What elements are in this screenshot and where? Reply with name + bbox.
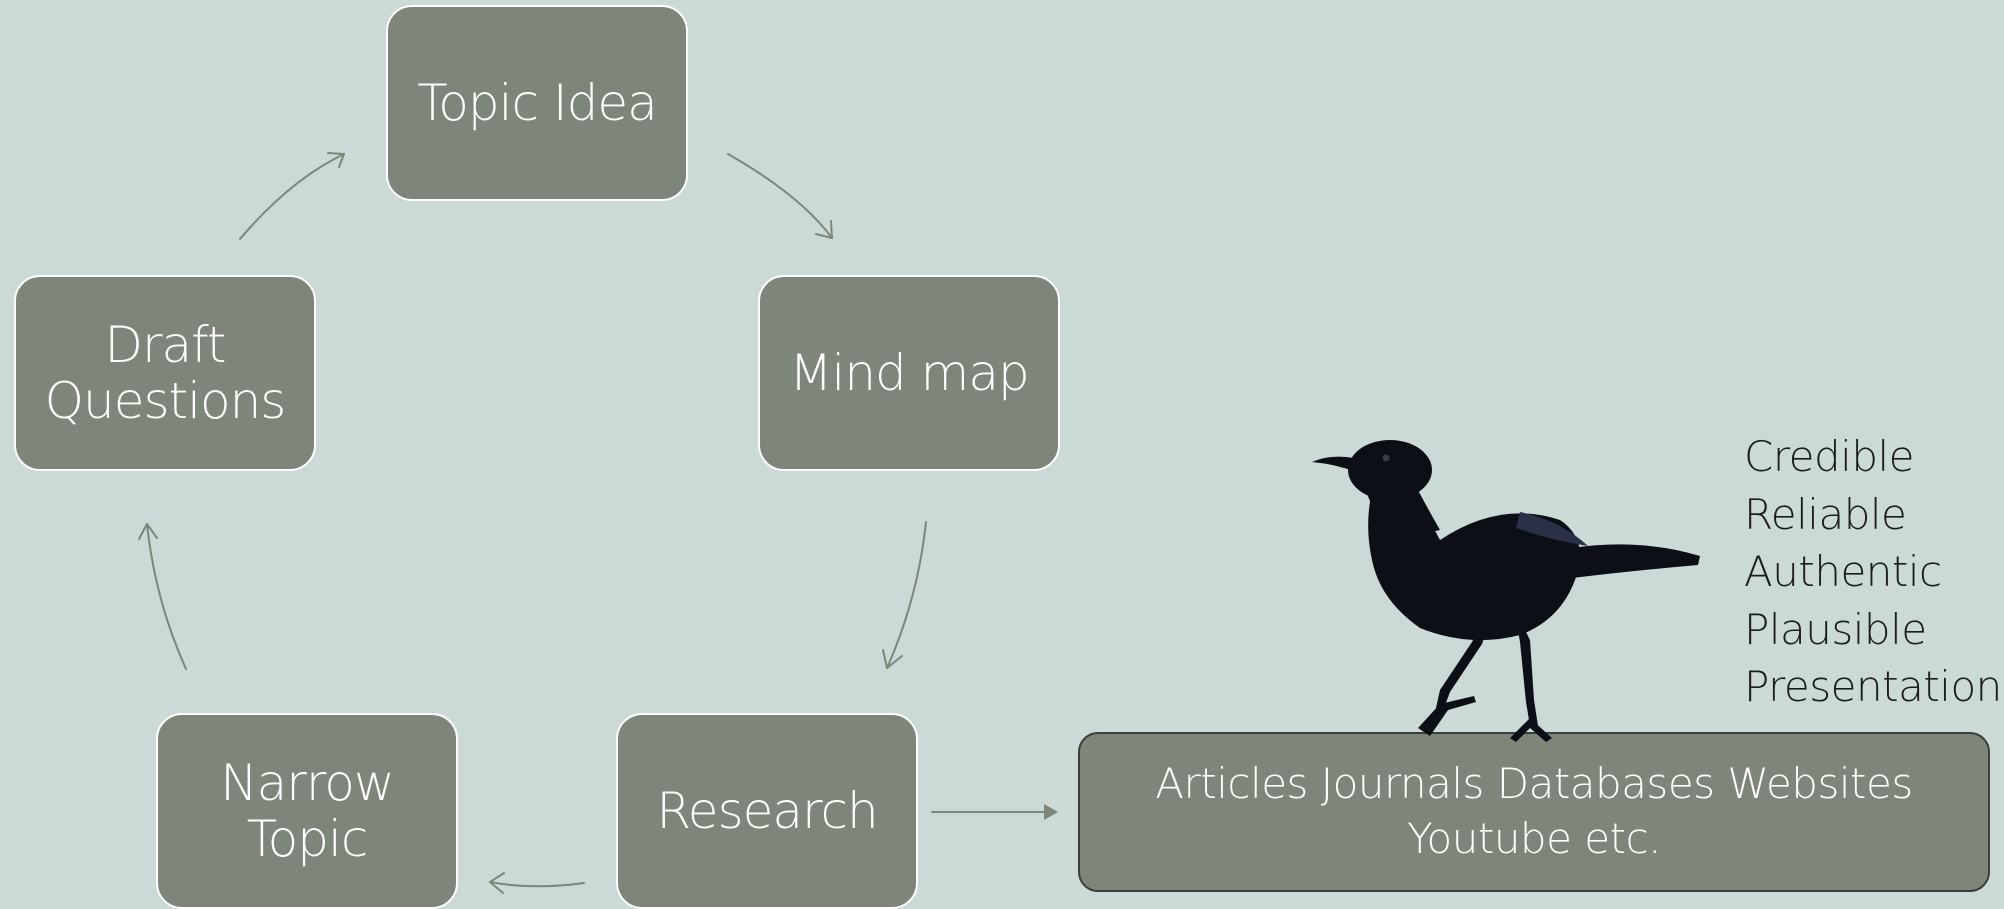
arrowhead-mindmap-to-research — [882, 649, 903, 669]
node-narrow-topic-line2: Topic — [246, 810, 369, 868]
arrow-draft-to-topic — [239, 153, 345, 240]
sources-box: Articles Journals Databases Websites You… — [1078, 732, 1990, 892]
crow-leg-left — [1436, 630, 1486, 708]
arrow-topic-to-mindmap — [727, 153, 833, 239]
criteria-item-authentic: Authentic — [1744, 547, 1942, 596]
crow-foot-left — [1418, 696, 1476, 736]
crow-wing-highlight — [1516, 512, 1588, 546]
arrow-mindmap-to-research — [886, 521, 927, 669]
sources-line2: Youtube etc. — [1406, 814, 1662, 863]
arrowhead-research-to-sources — [1044, 804, 1058, 820]
crow-foot-right — [1510, 718, 1552, 742]
node-draft-questions-line2: Questions — [44, 372, 287, 430]
criteria-item-credible: Credible — [1744, 432, 1915, 481]
node-research-label: Research — [656, 782, 878, 840]
arrow-research-to-narrow — [489, 881, 585, 888]
arrowhead-draft-to-topic — [327, 152, 345, 168]
criteria-list: Credible Reliable Authentic Plausible Pr… — [1744, 428, 2002, 716]
arrowhead-narrow-to-draft — [138, 523, 158, 540]
criteria-item-plausible: Plausible — [1744, 604, 1927, 654]
node-topic-idea: Topic Idea — [386, 5, 688, 201]
sources-line1: Articles Journals Databases Websites — [1155, 759, 1913, 809]
node-topic-idea-label: Topic Idea — [417, 74, 658, 132]
node-draft-questions: Draft Questions — [14, 275, 316, 471]
node-mind-map-label: Mind map — [789, 344, 1029, 402]
crow-neck — [1360, 465, 1440, 540]
arrow-narrow-to-draft — [146, 523, 187, 670]
arrowhead-topic-to-mindmap — [815, 220, 833, 239]
criteria-item-reliable: Reliable — [1744, 489, 1907, 539]
crow-leg-right — [1518, 628, 1538, 726]
crow-beak — [1312, 456, 1356, 472]
node-draft-questions-line1: Draft — [104, 316, 226, 374]
crow-eye — [1382, 454, 1390, 462]
node-mind-map: Mind map — [758, 275, 1060, 471]
criteria-item-presentation: Presentation — [1744, 662, 2002, 711]
arrowhead-research-to-narrow — [489, 872, 505, 894]
node-narrow-topic-line1: Narrow — [220, 754, 395, 812]
crow-tail — [1572, 544, 1700, 578]
